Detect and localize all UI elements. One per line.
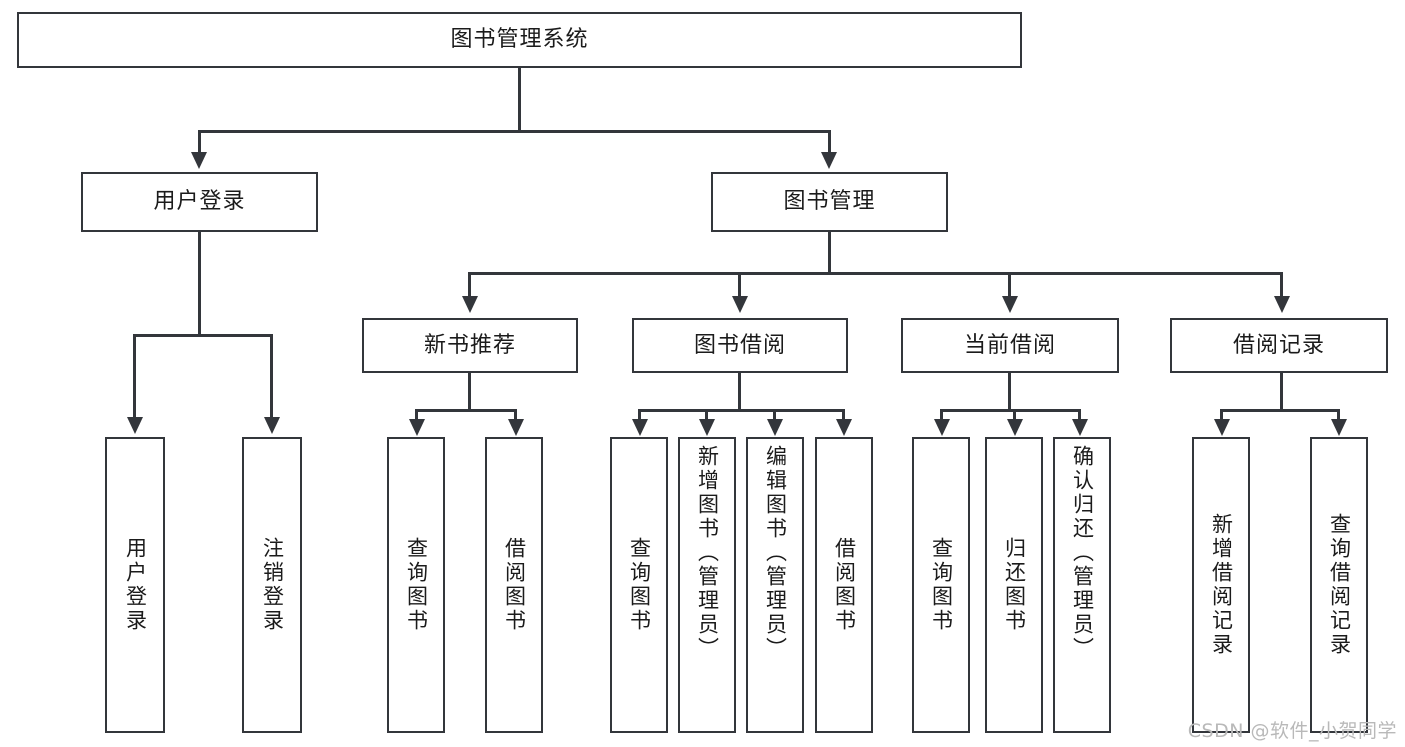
connector-new-book-bus: [415, 409, 517, 412]
connector-root-bus: [198, 130, 830, 133]
leaf-label: 查询借阅记录: [1327, 513, 1352, 657]
node-label: 图书管理: [783, 189, 876, 215]
connector-bm-to-new-book: [468, 272, 471, 298]
leaf-add-book-admin[interactable]: 新增图书（管理员）: [678, 437, 736, 733]
arrowhead-bb-to-leaf-2: [699, 419, 715, 436]
node-current-borrowing[interactable]: 当前借阅: [901, 318, 1119, 373]
connector-new-book-to-leaf-2: [514, 409, 517, 421]
leaf-query-books-borrow[interactable]: 查询图书: [610, 437, 668, 733]
connector-bm-to-borrow-record: [1280, 272, 1283, 298]
connector-cb-to-leaf-1: [940, 409, 943, 421]
arrowhead-user-login-to-leaf-2: [264, 417, 280, 434]
leaf-query-books-current[interactable]: 查询图书: [912, 437, 970, 733]
leaf-label: 归还图书: [1002, 537, 1027, 633]
node-user-login[interactable]: 用户登录: [81, 172, 318, 232]
arrowhead-bm-to-current-borrow: [1002, 296, 1018, 313]
connector-user-login-to-leaf-2: [270, 334, 273, 419]
leaf-add-borrow-record[interactable]: 新增借阅记录: [1192, 437, 1250, 733]
connector-bb-to-leaf-2: [705, 409, 708, 421]
arrowhead-bb-to-leaf-1: [632, 419, 648, 436]
leaf-logout[interactable]: 注销登录: [242, 437, 302, 733]
leaf-label: 借阅图书: [832, 537, 857, 633]
connector-user-login-stem: [198, 232, 201, 335]
arrowhead-br-to-leaf-1: [1214, 419, 1230, 436]
node-label: 图书借阅: [693, 332, 786, 358]
connector-root-stem: [518, 68, 521, 131]
connector-borrow-record-stem: [1280, 373, 1283, 411]
leaf-label: 借阅图书: [502, 537, 527, 633]
connector-book-management-stem: [828, 232, 831, 273]
connector-br-to-leaf-2: [1337, 409, 1340, 421]
leaf-label: 确认归还（管理员）: [1070, 445, 1095, 661]
node-label: 用户登录: [153, 189, 246, 215]
leaf-edit-book-admin[interactable]: 编辑图书（管理员）: [746, 437, 804, 733]
connector-root-to-user-login: [198, 130, 201, 155]
leaf-borrow-books-new-book[interactable]: 借阅图书: [485, 437, 543, 733]
arrowhead-bm-to-new-book: [462, 296, 478, 313]
leaf-borrow-books-borrow[interactable]: 借阅图书: [815, 437, 873, 733]
node-book-borrowing[interactable]: 图书借阅: [632, 318, 848, 373]
arrowhead-bm-to-borrow-record: [1274, 296, 1290, 313]
leaf-label: 用户登录: [123, 537, 148, 633]
connector-user-login-to-leaf-1: [133, 334, 136, 419]
node-label: 借阅记录: [1232, 332, 1325, 358]
arrowhead-new-book-to-leaf-1: [409, 419, 425, 436]
connector-bm-to-current-borrow: [1008, 272, 1011, 298]
connector-bb-to-leaf-4: [842, 409, 845, 421]
leaf-label: 查询图书: [627, 537, 652, 633]
leaf-user-login[interactable]: 用户登录: [105, 437, 165, 733]
leaf-label: 编辑图书（管理员）: [763, 445, 788, 661]
node-borrowing-record[interactable]: 借阅记录: [1170, 318, 1388, 373]
leaf-query-borrow-record[interactable]: 查询借阅记录: [1310, 437, 1368, 733]
connector-bb-to-leaf-1: [638, 409, 641, 421]
arrowhead-bb-to-leaf-4: [836, 419, 852, 436]
arrowhead-bb-to-leaf-3: [767, 419, 783, 436]
arrowhead-bm-to-book-borrow: [732, 296, 748, 313]
arrowhead-root-to-book-management: [821, 152, 837, 169]
connector-bm-to-book-borrow: [738, 272, 741, 298]
leaf-label: 新增图书（管理员）: [695, 445, 720, 661]
node-new-book-recommendation[interactable]: 新书推荐: [362, 318, 578, 373]
arrowhead-new-book-to-leaf-2: [508, 419, 524, 436]
node-label: 图书管理系统: [450, 27, 589, 53]
leaf-label: 查询图书: [929, 537, 954, 633]
node-label: 新书推荐: [423, 332, 516, 358]
connector-book-borrow-bus: [638, 409, 845, 412]
connector-current-borrow-stem: [1008, 373, 1011, 411]
connector-bb-to-leaf-3: [773, 409, 776, 421]
connector-new-book-stem: [468, 373, 471, 411]
connector-br-to-leaf-1: [1220, 409, 1223, 421]
leaf-return-books[interactable]: 归还图书: [985, 437, 1043, 733]
connector-borrow-record-bus: [1220, 409, 1340, 412]
leaf-confirm-return-admin[interactable]: 确认归还（管理员）: [1053, 437, 1111, 733]
node-label: 当前借阅: [963, 332, 1056, 358]
connector-book-borrow-stem: [738, 373, 741, 411]
node-book-management[interactable]: 图书管理: [711, 172, 948, 232]
node-root-library-management-system[interactable]: 图书管理系统: [17, 12, 1022, 68]
connector-user-login-bus: [133, 334, 272, 337]
arrowhead-br-to-leaf-2: [1331, 419, 1347, 436]
arrowhead-user-login-to-leaf-1: [127, 417, 143, 434]
leaf-label: 查询图书: [404, 537, 429, 633]
connector-current-borrow-bus: [940, 409, 1081, 412]
connector-cb-to-leaf-3: [1078, 409, 1081, 421]
arrowhead-root-to-user-login: [191, 152, 207, 169]
connector-book-management-bus: [468, 272, 1282, 275]
arrowhead-cb-to-leaf-1: [934, 419, 950, 436]
leaf-label: 新增借阅记录: [1209, 513, 1234, 657]
connector-root-to-book-management: [828, 130, 831, 155]
leaf-label: 注销登录: [260, 537, 285, 633]
arrowhead-cb-to-leaf-3: [1072, 419, 1088, 436]
arrowhead-cb-to-leaf-2: [1007, 419, 1023, 436]
connector-new-book-to-leaf-1: [415, 409, 418, 421]
connector-cb-to-leaf-2: [1013, 409, 1016, 421]
leaf-query-books-new-book[interactable]: 查询图书: [387, 437, 445, 733]
